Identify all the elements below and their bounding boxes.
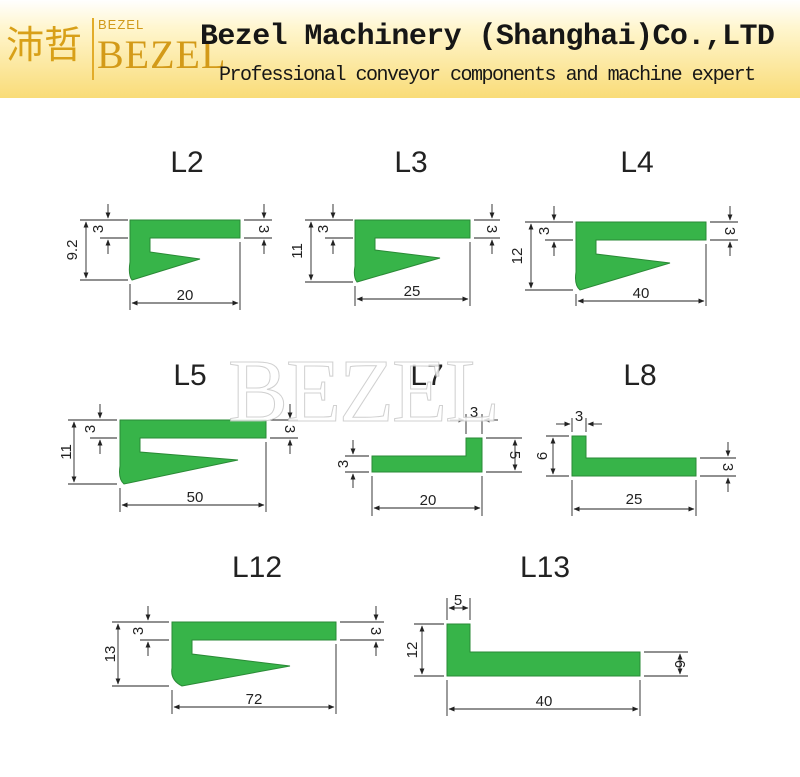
profile-label: L12 (232, 551, 282, 584)
thickness-right-dimension: 3 (719, 463, 736, 471)
dimension-lines (414, 598, 688, 716)
dimension-lines (80, 204, 272, 310)
dimension-lines (525, 206, 738, 306)
top-dimension: 5 (454, 592, 462, 609)
profile-diagram: L2 9.2 3 3 20 L3 (58, 146, 738, 716)
logo-english-big: BEZEL (97, 32, 227, 77)
width-dimension: 25 (404, 283, 421, 300)
logo-chinese-text: 沛哲 (6, 23, 83, 67)
width-dimension: 50 (187, 489, 204, 506)
profile-l2: L2 9.2 3 3 20 (64, 146, 272, 310)
profile-shape (446, 623, 641, 677)
height-dimension: 5 (506, 451, 523, 459)
dimension-lines (305, 204, 500, 306)
dimension-lines (546, 418, 736, 516)
profile-label: L8 (623, 359, 656, 392)
profile-label: L3 (394, 146, 427, 179)
width-dimension: 20 (177, 287, 194, 304)
profile-l12: L12 13 3 3 72 (102, 551, 384, 714)
company-tagline: Professional conveyor components and mac… (219, 64, 756, 87)
thickness-left-dimension: 3 (130, 627, 147, 635)
profile-l7: L7 3 3 5 20 (335, 359, 523, 516)
profile-shape (371, 437, 483, 473)
profile-l8: L8 3 6 3 25 (534, 359, 736, 516)
profile-shape (171, 621, 337, 687)
dimension-lines (112, 606, 384, 714)
profile-label: L4 (620, 146, 653, 179)
profile-label: L7 (410, 359, 443, 392)
logo-divider (92, 18, 94, 80)
watermark-text: BEZEL (228, 342, 501, 442)
dimension-lines (345, 414, 522, 516)
width-dimension: 40 (536, 693, 553, 710)
profile-label: L2 (170, 146, 203, 179)
thickness-left-dimension: 3 (82, 425, 99, 433)
top-dimension: 3 (470, 404, 478, 421)
width-dimension: 25 (626, 491, 643, 508)
width-dimension: 72 (246, 691, 263, 708)
profile-shape (575, 221, 707, 291)
height-dimension: 6 (534, 452, 551, 460)
profile-shape (128, 219, 241, 281)
profile-shape (119, 419, 267, 485)
width-dimension: 20 (420, 492, 437, 509)
thickness-right-dimension: 6 (671, 660, 688, 668)
height-dimension: 12 (404, 642, 421, 659)
top-dimension: 3 (575, 408, 583, 425)
thickness-right-dimension: 3 (483, 225, 500, 233)
height-dimension: 9.2 (64, 240, 81, 261)
profile-l3: L3 11 3 3 25 (289, 146, 500, 306)
profile-l13: L13 5 12 6 40 (404, 551, 688, 716)
profile-label: L5 (173, 359, 206, 392)
thickness-left-dimension: 3 (335, 460, 352, 468)
dimension-lines (68, 404, 298, 512)
thickness-left-dimension: 3 (536, 227, 553, 235)
profile-shape (571, 435, 697, 477)
height-dimension: 12 (509, 248, 526, 265)
profile-l5: L5 11 3 3 50 (58, 359, 298, 512)
height-dimension: 11 (58, 444, 75, 460)
thickness-right-dimension: 3 (255, 225, 272, 233)
profile-l4: L4 12 3 3 40 (509, 146, 738, 306)
thickness-right-dimension: 3 (281, 425, 298, 433)
header-banner: 沛哲 BEZEL BEZEL Bezel Machinery (Shanghai… (0, 0, 800, 98)
thickness-right-dimension: 3 (367, 627, 384, 635)
profile-label: L13 (520, 551, 570, 584)
company-name: Bezel Machinery (Shanghai)Co.,LTD (200, 20, 775, 54)
height-dimension: 13 (102, 646, 119, 663)
thickness-right-dimension: 3 (721, 227, 738, 235)
thickness-left-dimension: 3 (315, 225, 332, 233)
profile-shape (353, 219, 471, 283)
width-dimension: 40 (633, 285, 650, 302)
logo-english-small: BEZEL (98, 17, 145, 32)
thickness-left-dimension: 3 (90, 225, 107, 233)
height-dimension: 11 (289, 243, 306, 259)
